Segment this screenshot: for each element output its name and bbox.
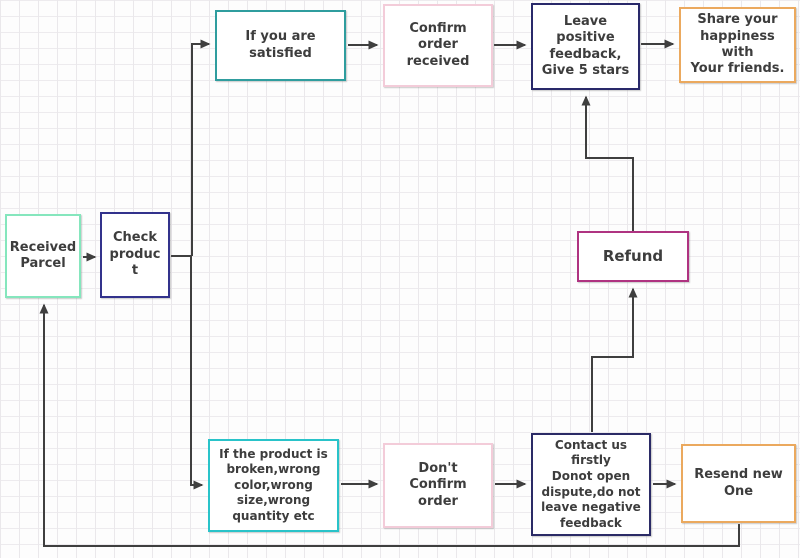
connector-branch-to-broken [190,256,204,490]
node-contact-us[interactable]: Contact us firstly Donot open dispute,do… [531,433,651,536]
node-if-satisfied[interactable]: If you are satisfied [215,10,346,81]
connector-refund-to-feedback [581,95,634,231]
node-resend-new[interactable]: Resend new One [681,444,796,523]
connector-resend-loop-to-received [39,303,740,547]
connector-branch-to-satisfied [191,39,211,256]
node-dont-confirm[interactable]: Don't Confirm order [383,443,493,528]
node-refund[interactable]: Refund [577,231,689,282]
node-leave-feedback[interactable]: Leave positive feedback, Give 5 stars [531,3,640,90]
node-confirm-order[interactable]: Confirm order received [383,4,493,87]
node-share-happiness[interactable]: Share your happiness with Your friends. [679,7,796,83]
node-received-parcel[interactable]: Received Parcel [5,214,81,298]
node-product-broken[interactable]: If the product is broken,wrong color,wro… [208,439,339,532]
node-check-product[interactable]: Check produc t [100,212,170,298]
connector-contact-to-refund [591,287,638,432]
